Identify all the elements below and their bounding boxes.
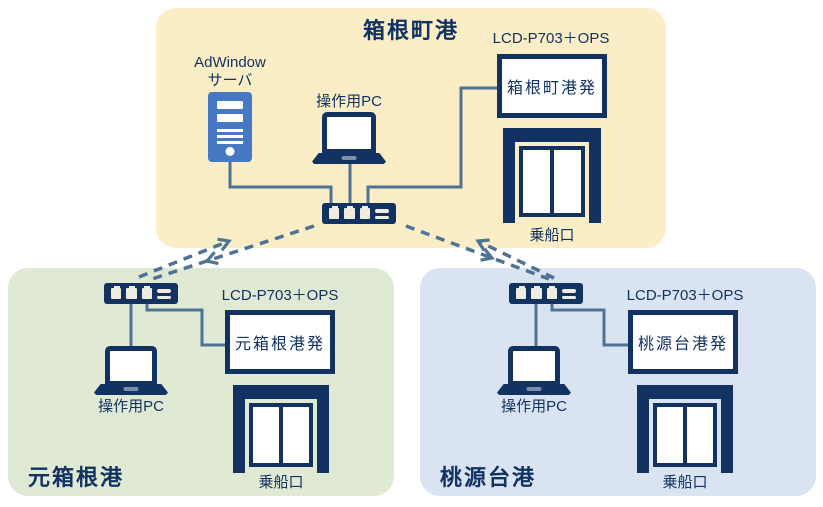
network-switch-icon-togendai [509, 283, 583, 304]
switch-port-icon [546, 286, 557, 299]
display-model-label-motohakone: LCD-P703＋OPS [221, 287, 339, 304]
laptop-icon [508, 346, 560, 386]
switch-port-icon [516, 286, 527, 299]
cable-server-to-switch [228, 162, 333, 207]
server-label-line1: AdWindow [194, 54, 266, 71]
display-panel-togendai: 桃源台港発 [628, 310, 738, 374]
gate-label-togendai: 乗船口 [662, 474, 708, 491]
server-label: AdWindow サーバ [180, 54, 280, 90]
wan-dashed-links [138, 224, 555, 281]
pc-label-motohakone: 操作用PC [98, 398, 164, 415]
lan-cables [129, 86, 631, 350]
cable-switch-to-display-motohakone [145, 302, 228, 347]
display-panel-hakonemachi: 箱根町港発 [497, 54, 607, 118]
laptop-base [497, 384, 571, 395]
boarding-gate-door-icon-togendai [637, 385, 733, 473]
display-panel-motohakone: 元箱根港発 [225, 310, 335, 374]
switch-port-icon [329, 206, 340, 219]
switch-port-icon [531, 286, 542, 299]
cable-switch-to-display-togendai [550, 302, 631, 347]
zone-title-togendai: 桃源台港 [440, 465, 537, 490]
switch-port-icon [141, 286, 152, 299]
switch-indicator-lines [562, 289, 576, 299]
switch-port-icon [344, 206, 355, 219]
display-model-label-hakonemachi: LCD-P703＋OPS [492, 30, 610, 47]
display-model-label-togendai: LCD-P703＋OPS [626, 287, 744, 304]
display-screen-text-motohakone: 元箱根港発 [234, 336, 325, 353]
zone-title-motohakone: 元箱根港 [28, 465, 125, 490]
dashed-arrow-up-right [138, 237, 232, 279]
display-screen-text-hakonemachi: 箱根町港発 [506, 80, 597, 97]
switch-port-icon [359, 206, 370, 219]
switch-indicator-lines [157, 289, 171, 299]
network-switch-icon-motohakone [104, 283, 178, 304]
laptop-base [94, 384, 168, 395]
cable-display-to-switch-hakonemachi [366, 86, 497, 207]
dashed-arrow-down-left [151, 224, 315, 281]
server-label-line2: サーバ [207, 72, 253, 89]
dashed-arrow-down-right [405, 224, 550, 281]
gate-label-hakonemachi: 乗船口 [529, 227, 575, 244]
switch-indicator-lines [375, 209, 389, 219]
boarding-gate-door-icon-motohakone [233, 385, 329, 473]
laptop-icon [105, 346, 157, 386]
zone-togendai-port [420, 268, 816, 496]
network-switch-icon-hakonemachi [322, 203, 396, 224]
zone-motohakone-port [8, 268, 394, 496]
display-screen-text-togendai: 桃源台港発 [637, 336, 728, 353]
switch-port-icon [111, 286, 122, 299]
gate-label-motohakone: 乗船口 [258, 474, 304, 491]
dashed-arrow-up-left [475, 238, 555, 280]
boarding-gate-door-icon-hakonemachi [503, 128, 601, 223]
server-tower-icon [208, 92, 252, 162]
laptop-base [312, 153, 386, 164]
laptop-icon [322, 112, 376, 154]
pc-label-togendai: 操作用PC [501, 398, 567, 415]
pc-label-hakonemachi: 操作用PC [316, 93, 382, 110]
switch-port-icon [126, 286, 137, 299]
zone-title-hakonemachi: 箱根町港 [362, 18, 459, 43]
